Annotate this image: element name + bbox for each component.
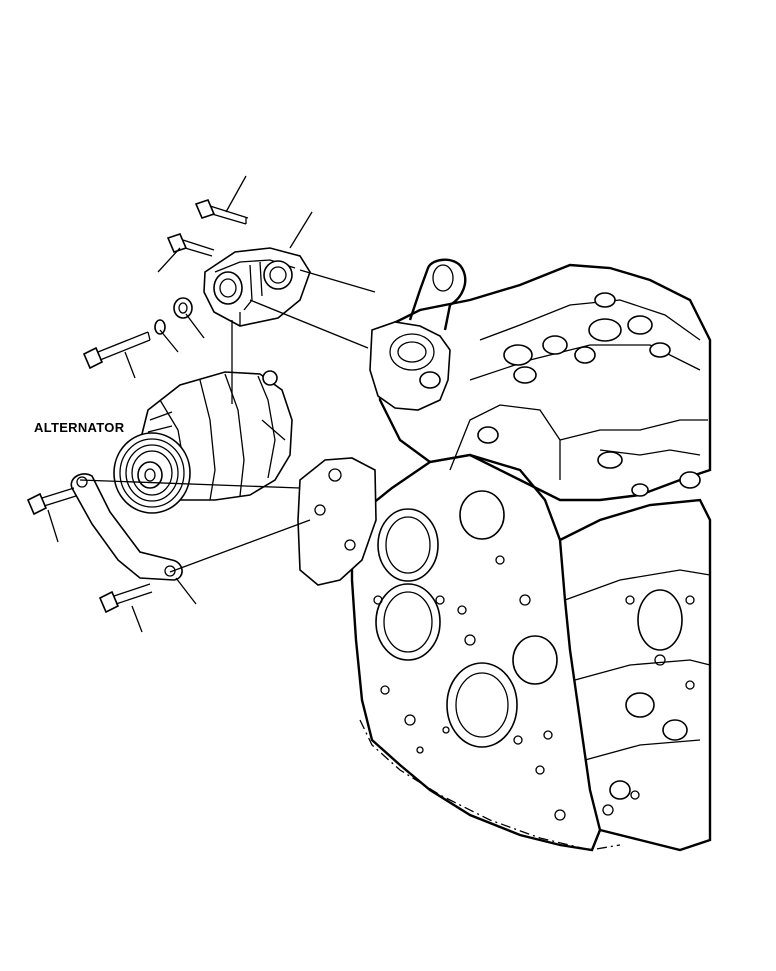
cylinder-head-ports bbox=[503, 292, 701, 497]
cover-bore-4 bbox=[512, 635, 558, 685]
alternator-bracket bbox=[203, 247, 311, 327]
cover-bore-2 bbox=[459, 490, 505, 540]
leader-lines bbox=[47, 175, 376, 633]
bolt-link-lower bbox=[98, 583, 153, 614]
thermostat-housing bbox=[369, 321, 451, 411]
bolt-long bbox=[82, 331, 151, 370]
alternator bbox=[113, 370, 293, 514]
engine-block bbox=[350, 258, 712, 852]
cover-bore-5 bbox=[446, 662, 518, 748]
washer bbox=[154, 319, 166, 335]
bolt-link-upper bbox=[26, 487, 77, 516]
bolt-top bbox=[194, 199, 249, 225]
lower-block-outline bbox=[559, 498, 712, 852]
spacer bbox=[173, 297, 193, 319]
mounting-plate bbox=[297, 457, 377, 586]
bolt-bracket bbox=[166, 233, 215, 257]
lifting-eye bbox=[408, 258, 467, 331]
block-opening-1 bbox=[637, 589, 683, 651]
alternator-label: ALTERNATOR bbox=[34, 420, 125, 435]
cover-bore-3 bbox=[375, 583, 441, 661]
adjusting-link bbox=[70, 473, 183, 581]
cover-bore-1 bbox=[377, 508, 439, 582]
